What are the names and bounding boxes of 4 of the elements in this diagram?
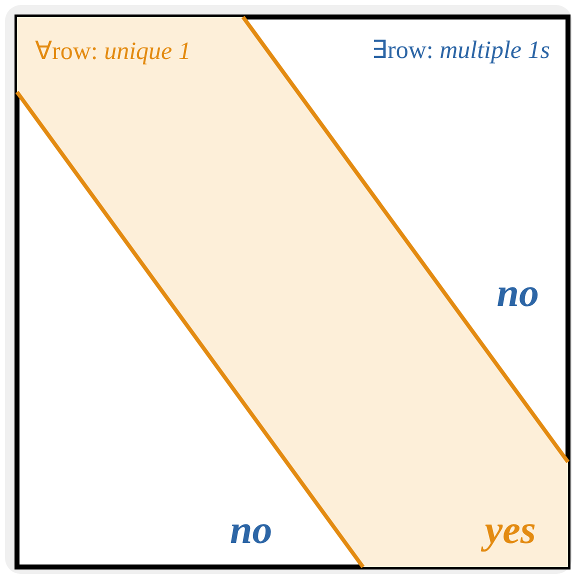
- answer-text: no: [230, 510, 272, 550]
- answer-text: no: [496, 273, 539, 313]
- region-heading: ∃row: multiple 1s: [372, 38, 550, 63]
- region-heading: ∀row: unique 1: [35, 39, 191, 64]
